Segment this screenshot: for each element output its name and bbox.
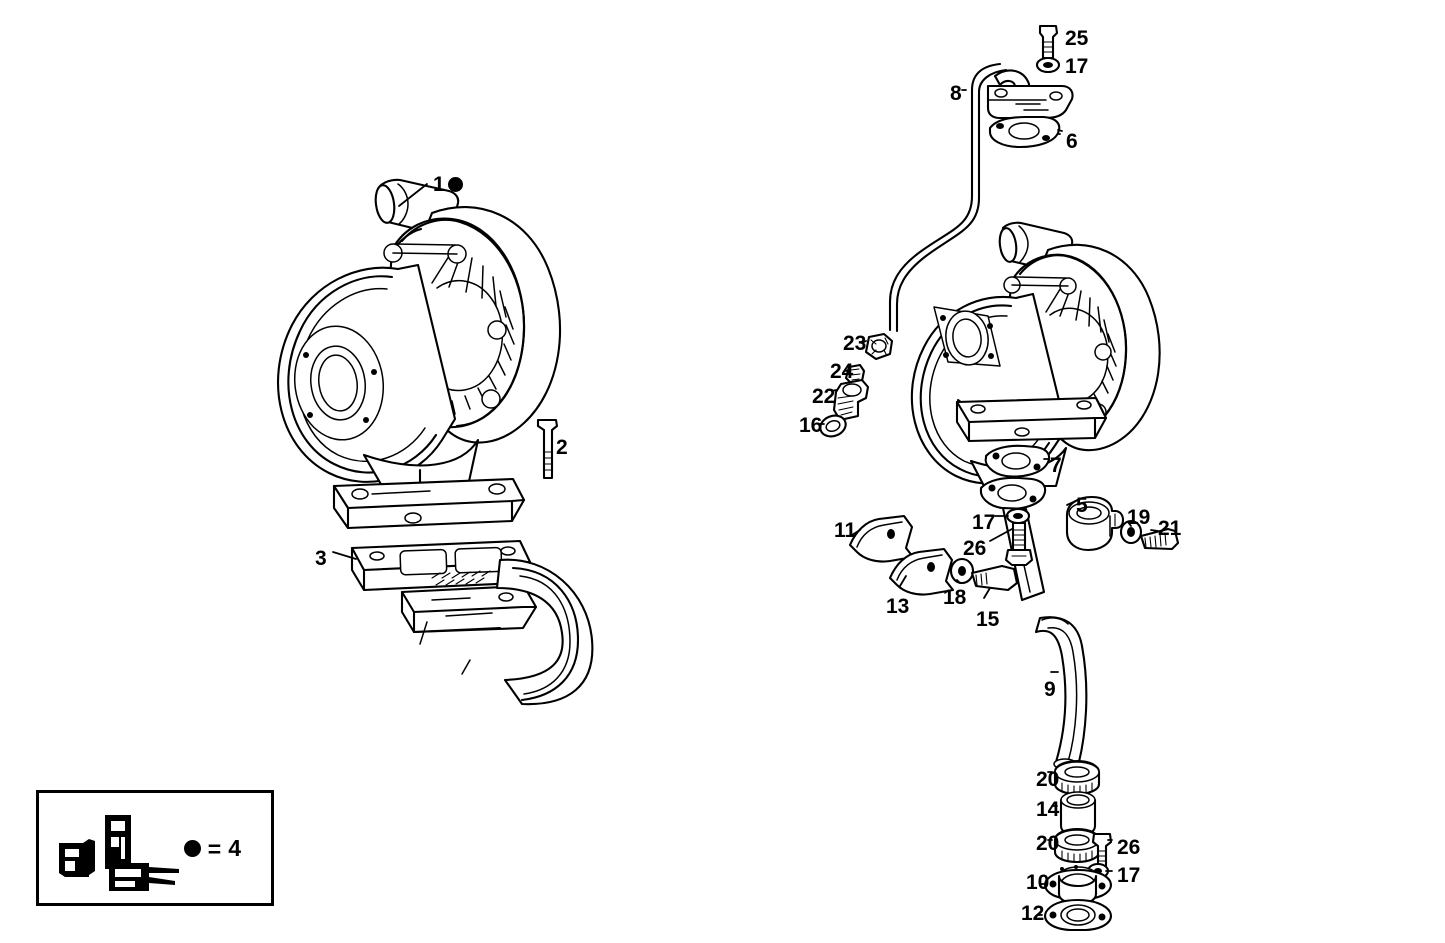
filled-circle-icon — [183, 840, 201, 857]
callout-17-top: 17 — [1065, 55, 1089, 78]
turbocharger-left — [277, 178, 562, 530]
callout-1: 1 — [433, 174, 463, 195]
callout-26-bottom: 26 — [1117, 836, 1141, 859]
callout-20-lower: 20 — [1036, 832, 1060, 855]
callout-2: 2 — [556, 436, 568, 459]
elbow-fitting-item-22 — [832, 378, 870, 422]
legend-box: = 4 — [36, 790, 274, 906]
callout-12: 12 — [1021, 902, 1045, 925]
clamp-ring-item-5 — [1065, 495, 1125, 552]
bolt-item-21 — [1139, 527, 1180, 551]
callout-7: 7 — [1050, 454, 1062, 477]
hose-clamp-item-20-lower — [1053, 827, 1101, 864]
oil-supply-line-item-8 — [888, 62, 1008, 333]
sealing-washer-item-17-mid — [1005, 507, 1031, 525]
turbocharger-right — [910, 221, 1161, 488]
callout-13: 13 — [886, 595, 910, 618]
banjo-fitting-item-23 — [864, 332, 894, 361]
filled-circle-icon — [447, 177, 463, 192]
callout-17-bottom: 17 — [1117, 864, 1141, 887]
gasket-item-6 — [988, 115, 1061, 149]
callout-9: 9 — [1044, 678, 1056, 701]
washer-item-18 — [949, 557, 975, 585]
sealing-washer-item-17-top — [1035, 56, 1061, 74]
callout-23: 23 — [843, 332, 867, 355]
callout-24: 24 — [830, 360, 854, 383]
bracket-item-11 — [848, 514, 915, 563]
callout-20-upper: 20 — [1036, 768, 1060, 791]
leader-lines — [819, 89, 1159, 916]
oil-return-flange-item-10 — [1044, 865, 1112, 906]
callout-5: 5 — [1076, 494, 1088, 517]
callout-1-label: 1 — [433, 173, 445, 196]
callout-14: 14 — [1036, 798, 1060, 821]
washer-item-19 — [1119, 519, 1143, 545]
gasket-item-3 — [332, 539, 532, 592]
banjo-bolt-item-25 — [1038, 24, 1059, 60]
gasket-item-7 — [984, 444, 1051, 478]
oil-supply-connector — [986, 69, 1074, 120]
gasket-item-12 — [1044, 898, 1112, 932]
callout-22: 22 — [812, 385, 836, 408]
callout-8: 8 — [950, 82, 962, 105]
callout-6: 6 — [1066, 130, 1078, 153]
bracket-item-13 — [888, 547, 955, 596]
bolt-item-15 — [970, 564, 1019, 592]
callout-26-mid: 26 — [963, 537, 987, 560]
callout-25: 25 — [1065, 27, 1089, 50]
legend-value: 4 — [228, 835, 241, 861]
callout-17-mid: 17 — [972, 511, 996, 534]
legend-equals-sign: = — [207, 835, 222, 862]
callout-21: 21 — [1158, 517, 1182, 540]
callout-16: 16 — [799, 414, 823, 437]
callout-11: 11 — [834, 519, 857, 542]
screw-item-26-mid — [1004, 521, 1034, 567]
legend-equation: = 4 — [183, 835, 241, 862]
connector-parts-icon — [59, 815, 179, 891]
sealing-ring-item-16 — [819, 414, 847, 438]
exhaust-manifold-stub — [400, 558, 594, 706]
callout-15: 15 — [976, 608, 1000, 631]
callout-10: 10 — [1026, 871, 1050, 894]
hose-clamp-item-20-upper — [1053, 759, 1101, 796]
callout-19: 19 — [1127, 506, 1151, 529]
callout-3: 3 — [315, 547, 327, 570]
callout-18: 18 — [943, 586, 967, 609]
bolt-item-2 — [536, 418, 559, 480]
